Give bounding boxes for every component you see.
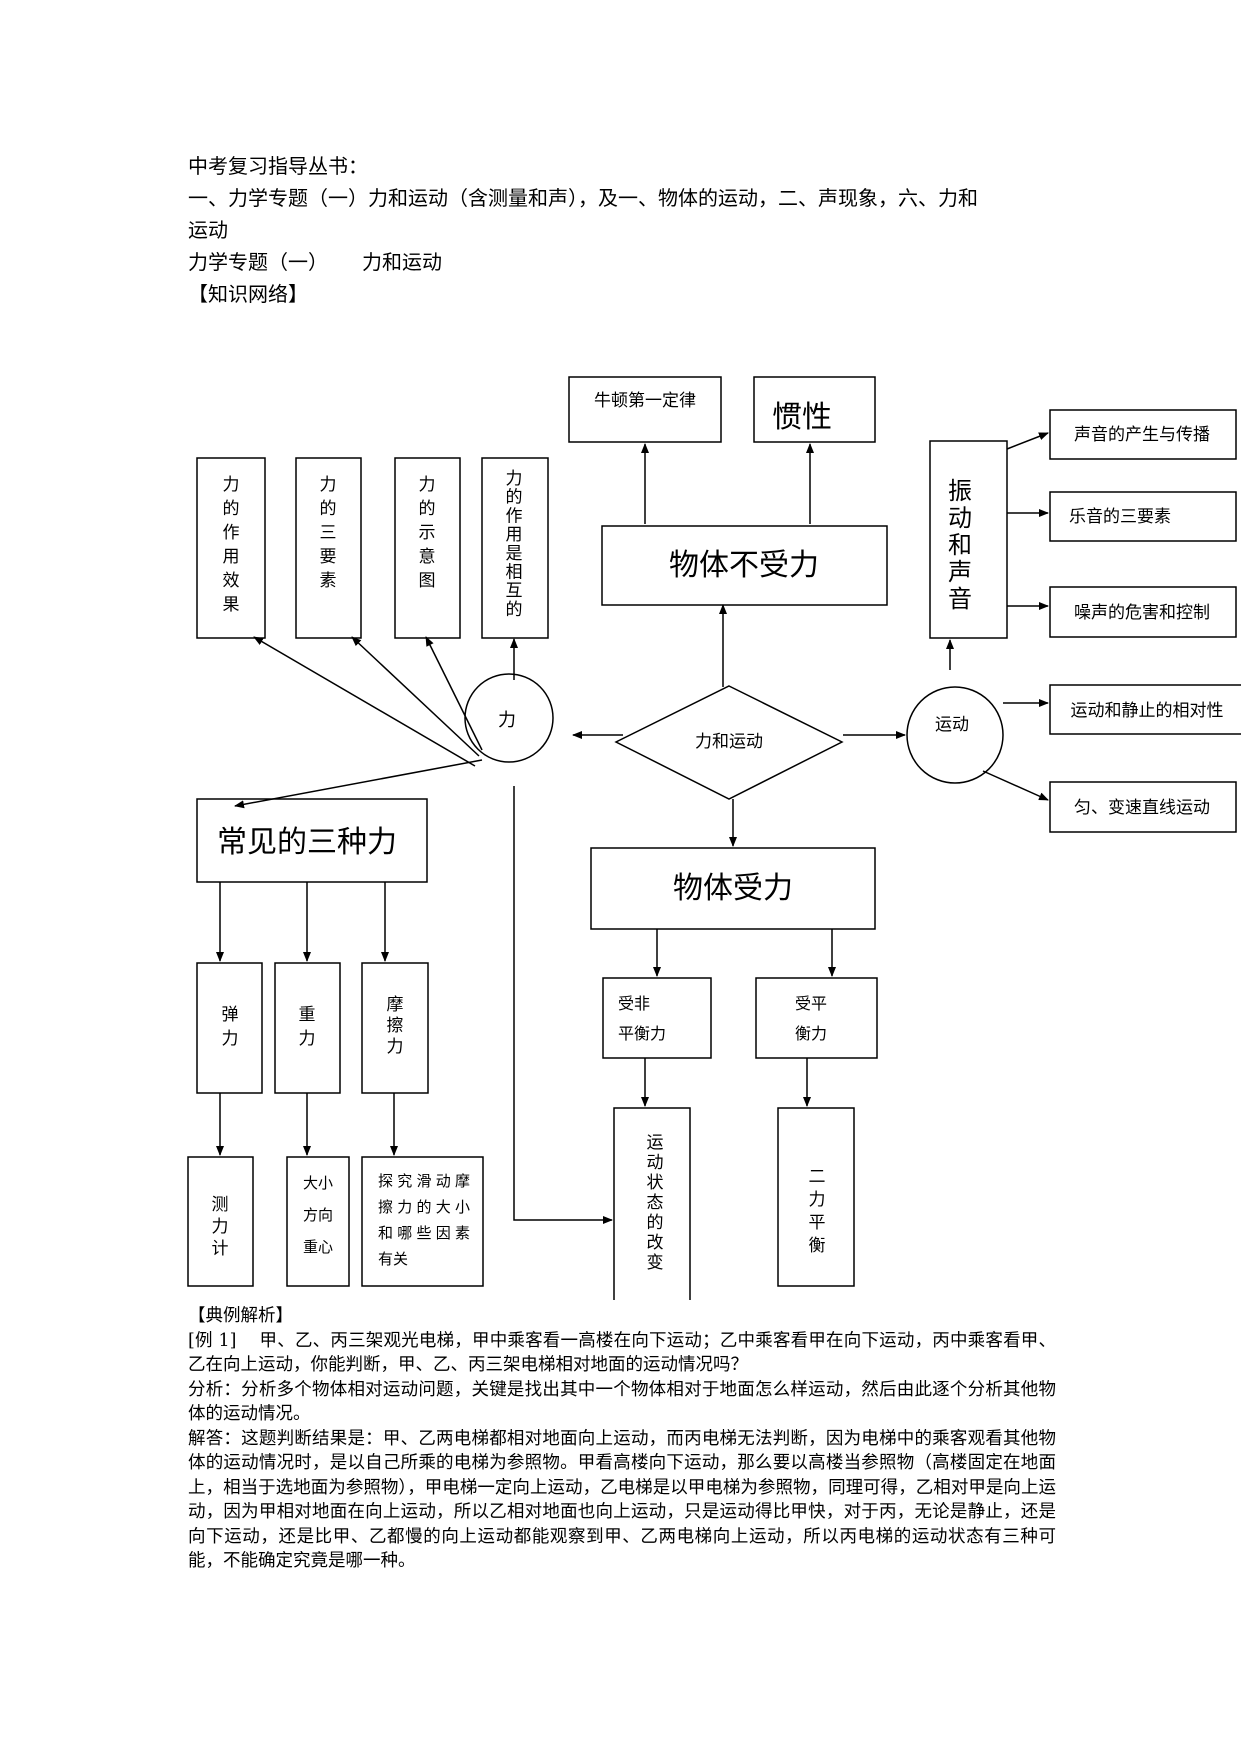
noise-label: 噪声的危害和控制 (1074, 603, 1210, 623)
common-forces-label: 常见的三种力 (217, 825, 397, 860)
force-applied-box (590, 847, 876, 930)
scope-line-2: 运动 (188, 218, 228, 242)
series-title: 中考复习指导丛书： (188, 154, 368, 178)
elastic-label: 弹力 (222, 1005, 239, 1049)
tone-box (1049, 491, 1237, 542)
example-1-label: [例 1] (188, 1330, 237, 1351)
common-forces-box (196, 798, 428, 883)
gravity-prop-center: 重心 (303, 1238, 333, 1256)
two-force-box (777, 1107, 855, 1287)
linear-motion-label: 匀、变速直线运动 (1074, 798, 1210, 818)
elastic-box (196, 962, 263, 1094)
force-three-elements-label: 力的三要素 (320, 475, 337, 591)
spring-scale-box (187, 1156, 254, 1287)
balanced-line1: 受平 (795, 994, 827, 1013)
vibration-sound-label: 振动和声音 (948, 477, 972, 613)
balanced-line2: 衡力 (795, 1024, 827, 1043)
balanced-box (755, 977, 878, 1059)
two-force-label: 二力平衡 (809, 1167, 826, 1256)
sound-origin-label: 声音的产生与传播 (1074, 425, 1210, 445)
topic-left: 力学专题（一） (188, 250, 328, 274)
vibration-sound-box (929, 440, 1008, 639)
topic-title: 力学专题（一） 力和运动 (188, 246, 1058, 278)
spring-scale-label: 测力计 (212, 1195, 229, 1259)
force-diagram-label: 力的示意图 (419, 475, 436, 591)
no-force-box (601, 525, 888, 606)
unbalanced-line1: 受非 (618, 994, 650, 1013)
force-three-elements-box (295, 457, 362, 639)
newton-law-label: 牛顿第一定律 (594, 391, 696, 411)
force-applied-label: 物体受力 (673, 871, 793, 906)
center-label: 力和运动 (695, 732, 763, 752)
friction-prop-line2: 擦力的大小 (378, 1198, 470, 1216)
example-1-text: 甲、乙、丙三架观光电梯，甲中乘客看一高楼在向下运动；乙中乘客看甲在向下运动，丙中… (188, 1330, 1056, 1376)
analysis-paragraph: 分析：分析多个物体相对运动问题，关键是找出其中一个物体相对于地面怎么样运动，然后… (188, 1379, 1056, 1425)
noise-box (1049, 586, 1237, 638)
motion-circle-label: 运动 (935, 715, 969, 735)
gravity-prop-size: 大小 (303, 1174, 333, 1192)
unbalanced-box (602, 977, 712, 1059)
no-force-label: 物体不受力 (669, 548, 819, 583)
network-heading: 【知识网络】 (188, 282, 308, 306)
newton-law-box (568, 376, 722, 443)
gravity-props-box (286, 1156, 350, 1287)
state-change-label: 运动状态的改变 (647, 1133, 664, 1273)
answer-paragraph: 解答：这题判断结果是：甲、乙两电梯都相对地面向上运动，而丙电梯无法判断，因为电梯… (188, 1428, 1056, 1572)
connector-arrows (216, 432, 1049, 1224)
inertia-box (753, 376, 876, 443)
scope-line-1: 一、力学专题（一）力和运动（含测量和声），及一、物体的运动，二、声现象，六、力和 (188, 186, 978, 210)
example-1: [例 1] 甲、乙、丙三架观光电梯，甲中乘客看一高楼在向下运动；乙中乘客看甲在向… (188, 1329, 1056, 1378)
sound-origin-box (1049, 409, 1237, 460)
state-change-box (613, 1107, 691, 1300)
topic-right: 力和运动 (362, 250, 442, 274)
force-mutual-label: 力的作用是相互的 (506, 469, 523, 620)
inertia-label: 惯性 (772, 400, 832, 435)
examples-section: 【典例解析】 [例 1] 甲、乙、丙三架观光电梯，甲中乘客看一高楼在向下运动；乙… (188, 1304, 1056, 1574)
tone-label: 乐音的三要素 (1069, 507, 1171, 527)
gravity-prop-direction: 方向 (303, 1206, 333, 1224)
friction-prop-line3: 和哪些因素 (378, 1224, 470, 1242)
gravity-label: 重力 (299, 1005, 316, 1049)
friction-box (361, 962, 429, 1094)
force-effect-box (196, 457, 266, 639)
force-circle-label: 力 (498, 710, 516, 731)
force-circle (464, 673, 554, 763)
knowledge-network-diagram: 力和运动 力 运动 牛顿第一定律 惯性 物体不受力 常见的三种力 物体受力 声音… (187, 376, 1241, 1300)
relativity-label: 运动和静止的相对性 (1071, 701, 1224, 721)
motion-circle (906, 686, 1004, 784)
friction-props-box (361, 1156, 484, 1287)
force-effect-label: 力的作用效果 (223, 475, 240, 615)
relativity-box (1049, 684, 1241, 735)
gravity-box (274, 962, 341, 1094)
center-diamond (614, 685, 844, 800)
linear-motion-box (1049, 781, 1237, 833)
unbalanced-line2: 平衡力 (618, 1024, 666, 1043)
examples-heading: 【典例解析】 (188, 1306, 293, 1326)
document-header: 中考复习指导丛书： 一、力学专题（一）力和运动（含测量和声），及一、物体的运动，… (188, 150, 1058, 310)
friction-prop-line1: 探究滑动摩 (378, 1172, 470, 1190)
friction-label: 摩擦力 (387, 995, 404, 1057)
friction-prop-line4: 有关 (378, 1250, 408, 1268)
